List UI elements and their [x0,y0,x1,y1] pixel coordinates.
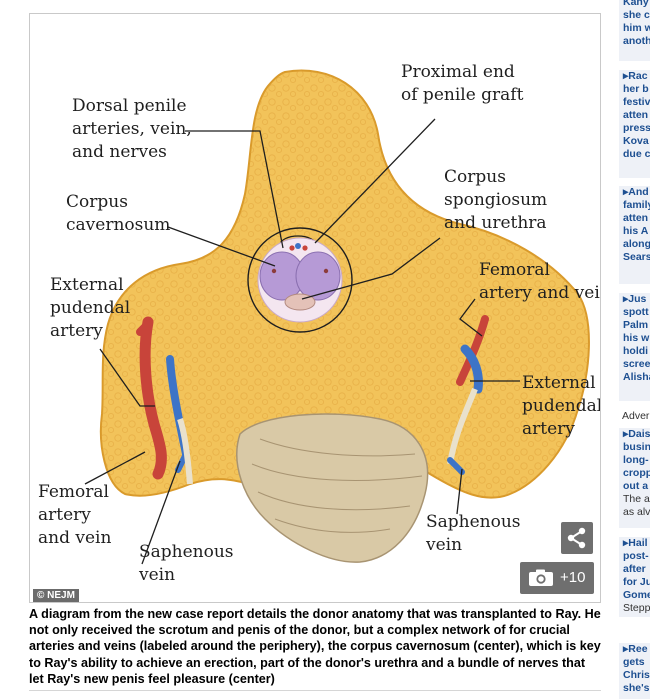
sidebar-story-line: Kany [623,0,649,8]
camera-icon [529,569,553,586]
sidebar-story-line: Alisha [623,371,650,383]
sidebar-story-1[interactable]: Kany she c him w anoth [619,0,650,61]
right-vein [460,344,483,394]
arrow-right-icon: ▸ [623,293,629,305]
related-stories-sidebar: Kany she c him w anoth ▸Rac her b festiv… [619,0,650,699]
cross-section-outline [247,227,353,333]
sidebar-story-line: Rac [628,70,648,82]
sidebar-story-line: press [623,122,650,134]
sidebar-story-line: And [628,186,649,198]
label-corpus-cavernosum: Corpus cavernosum [66,192,171,235]
share-icon [567,527,586,549]
sidebar-story-line: anoth [623,35,650,47]
sidebar-story-2[interactable]: ▸Rac her b festiv atten press Kova due c [619,70,650,178]
sidebar-advert-label: Adver [622,410,650,422]
sidebar-story-line: for Ju [623,576,650,588]
sidebar-story-line: atten [623,109,649,121]
arrow-right-icon: ▸ [623,70,629,82]
label-proximal-end: Proximal end of penile graft [401,62,524,105]
sidebar-story-line: gets [623,656,645,668]
sidebar-story-line: Jus [628,293,647,305]
label-saphenous-vein-left: Saphenous vein [139,542,234,585]
sidebar-story-line: family [623,199,650,211]
sidebar-story-line: out a [623,480,649,492]
sidebar-story-subline: Stepp [623,602,650,614]
arrow-right-icon: ▸ [623,537,629,549]
share-button[interactable] [561,522,593,554]
sidebar-story-line: post- [623,550,649,562]
sidebar-story-line: her b [623,83,649,95]
left-artery [139,316,167,480]
leader-lines [84,118,520,565]
sidebar-story-5[interactable]: ▸Dais busin long- cropp out a The a as a… [619,428,650,528]
label-saphenous-vein-right: Saphenous vein [426,512,521,555]
sidebar-story-line: Hail [628,537,648,549]
label-external-pudendal-right: External pudendal artery [522,373,601,439]
sidebar-story-line: him w [623,22,650,34]
sidebar-story-line: busin [623,441,650,453]
label-femoral-artery-vein-right: Femoral artery and vein [479,260,600,303]
image-credit: © NEJM [33,589,79,602]
image-caption: A diagram from the new case report detai… [29,607,601,686]
sidebar-story-4[interactable]: ▸Jus spott Palm his w holdi scree Alisha [619,293,650,401]
sidebar-story-line: his A [623,225,649,237]
sidebar-story-line: his w [623,332,650,344]
sidebar-story-line: she's [623,682,650,694]
photo-count: +10 [560,569,586,586]
sidebar-story-line: after [623,563,646,575]
sidebar-story-line: Dais [628,428,650,440]
sidebar-story-subline: as alv [623,506,650,518]
sidebar-story-line: Kova [623,135,649,147]
sidebar-story-line: long- [623,454,649,466]
sidebar-story-line: spott [623,306,649,318]
sidebar-story-3[interactable]: ▸And family atten his A along Sears [619,186,650,284]
sidebar-story-line: Palm [623,319,649,331]
view-gallery-button[interactable]: +10 [520,562,594,594]
sidebar-story-subline: The a [623,493,650,505]
sidebar-story-line: scree [623,358,650,370]
arrow-right-icon: ▸ [623,428,629,440]
sidebar-story-7[interactable]: ▸Ree gets Chris she's [619,643,650,699]
sidebar-story-line: due c [623,148,650,160]
sidebar-story-line: Gome [623,589,650,601]
label-corpus-spongiosum: Corpus spongiosum and urethra [444,167,548,233]
arrow-right-icon: ▸ [623,186,629,198]
sidebar-story-6[interactable]: ▸Hail post- after for Ju Gome Stepp [619,537,650,617]
caption-divider [29,690,601,691]
sidebar-story-line: cropp [623,467,650,479]
arrow-right-icon: ▸ [623,643,629,655]
sidebar-story-line: Chris [623,669,650,681]
label-external-pudendal-left: External pudendal artery [50,275,131,341]
sidebar-story-line: along [623,238,650,250]
sidebar-story-line: Ree [628,643,648,655]
sidebar-story-line: she c [623,9,650,21]
sidebar-story-line: festiv [623,96,650,108]
sidebar-story-line: atten [623,212,649,224]
label-dorsal-penile-arteries: Dorsal penile arteries, vein, and nerves [72,96,192,162]
sidebar-story-line: Sears [623,251,650,263]
sidebar-story-line: holdi [623,345,649,357]
label-femoral-artery-vein-left: Femoral artery and vein [38,482,112,548]
anatomy-figure: Proximal end of penile graft Dorsal peni… [29,13,601,603]
corpus-cavernosum-right [295,251,341,301]
anatomy-illustration [84,69,590,565]
scrotum [236,413,429,563]
